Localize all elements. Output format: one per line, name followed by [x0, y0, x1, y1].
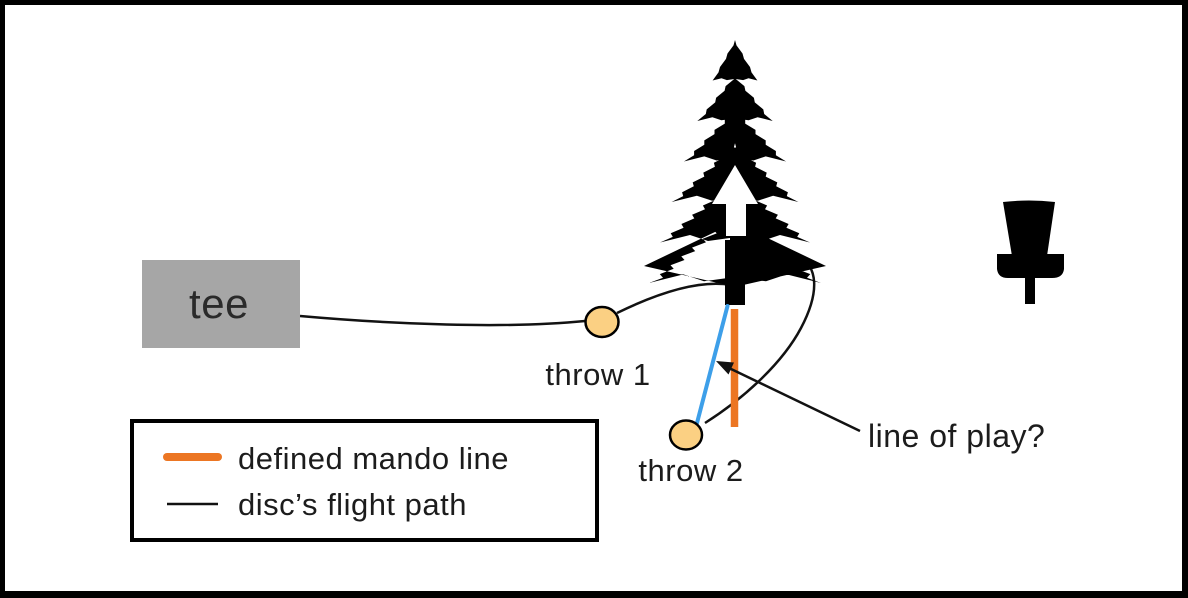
legend-label-mando-line: defined mando line	[238, 441, 509, 476]
mando-direction-arrow-icon	[712, 165, 758, 236]
flight-path-throw1-to-tree	[616, 282, 732, 315]
tee-label: tee	[189, 280, 249, 327]
disc-golf-basket-icon	[997, 200, 1064, 304]
tee-rect	[142, 260, 300, 348]
throw2-label: throw 2	[638, 453, 743, 488]
throw1-lie-marker	[584, 305, 620, 339]
legend: defined mando line disc’s flight path	[130, 419, 599, 542]
flight-path-tee-to-throw1	[299, 314, 586, 327]
basket-cage	[1003, 200, 1055, 256]
pine-tree-icon	[644, 40, 826, 305]
line-of-play-label: line of play?	[868, 418, 1045, 454]
tree-foliage	[644, 40, 826, 288]
line-of-play-line	[695, 304, 730, 425]
tee-pad: tee	[142, 260, 300, 348]
basket-tray	[997, 254, 1064, 278]
line-of-play-pointer-arrow	[716, 361, 861, 433]
arrowhead-icon	[716, 361, 734, 375]
throw1-label: throw 1	[545, 357, 650, 392]
basket-pole	[1025, 278, 1035, 304]
throw2-lie-marker	[668, 419, 704, 451]
legend-label-flight-path: disc’s flight path	[238, 487, 467, 522]
legend-box	[130, 419, 599, 542]
